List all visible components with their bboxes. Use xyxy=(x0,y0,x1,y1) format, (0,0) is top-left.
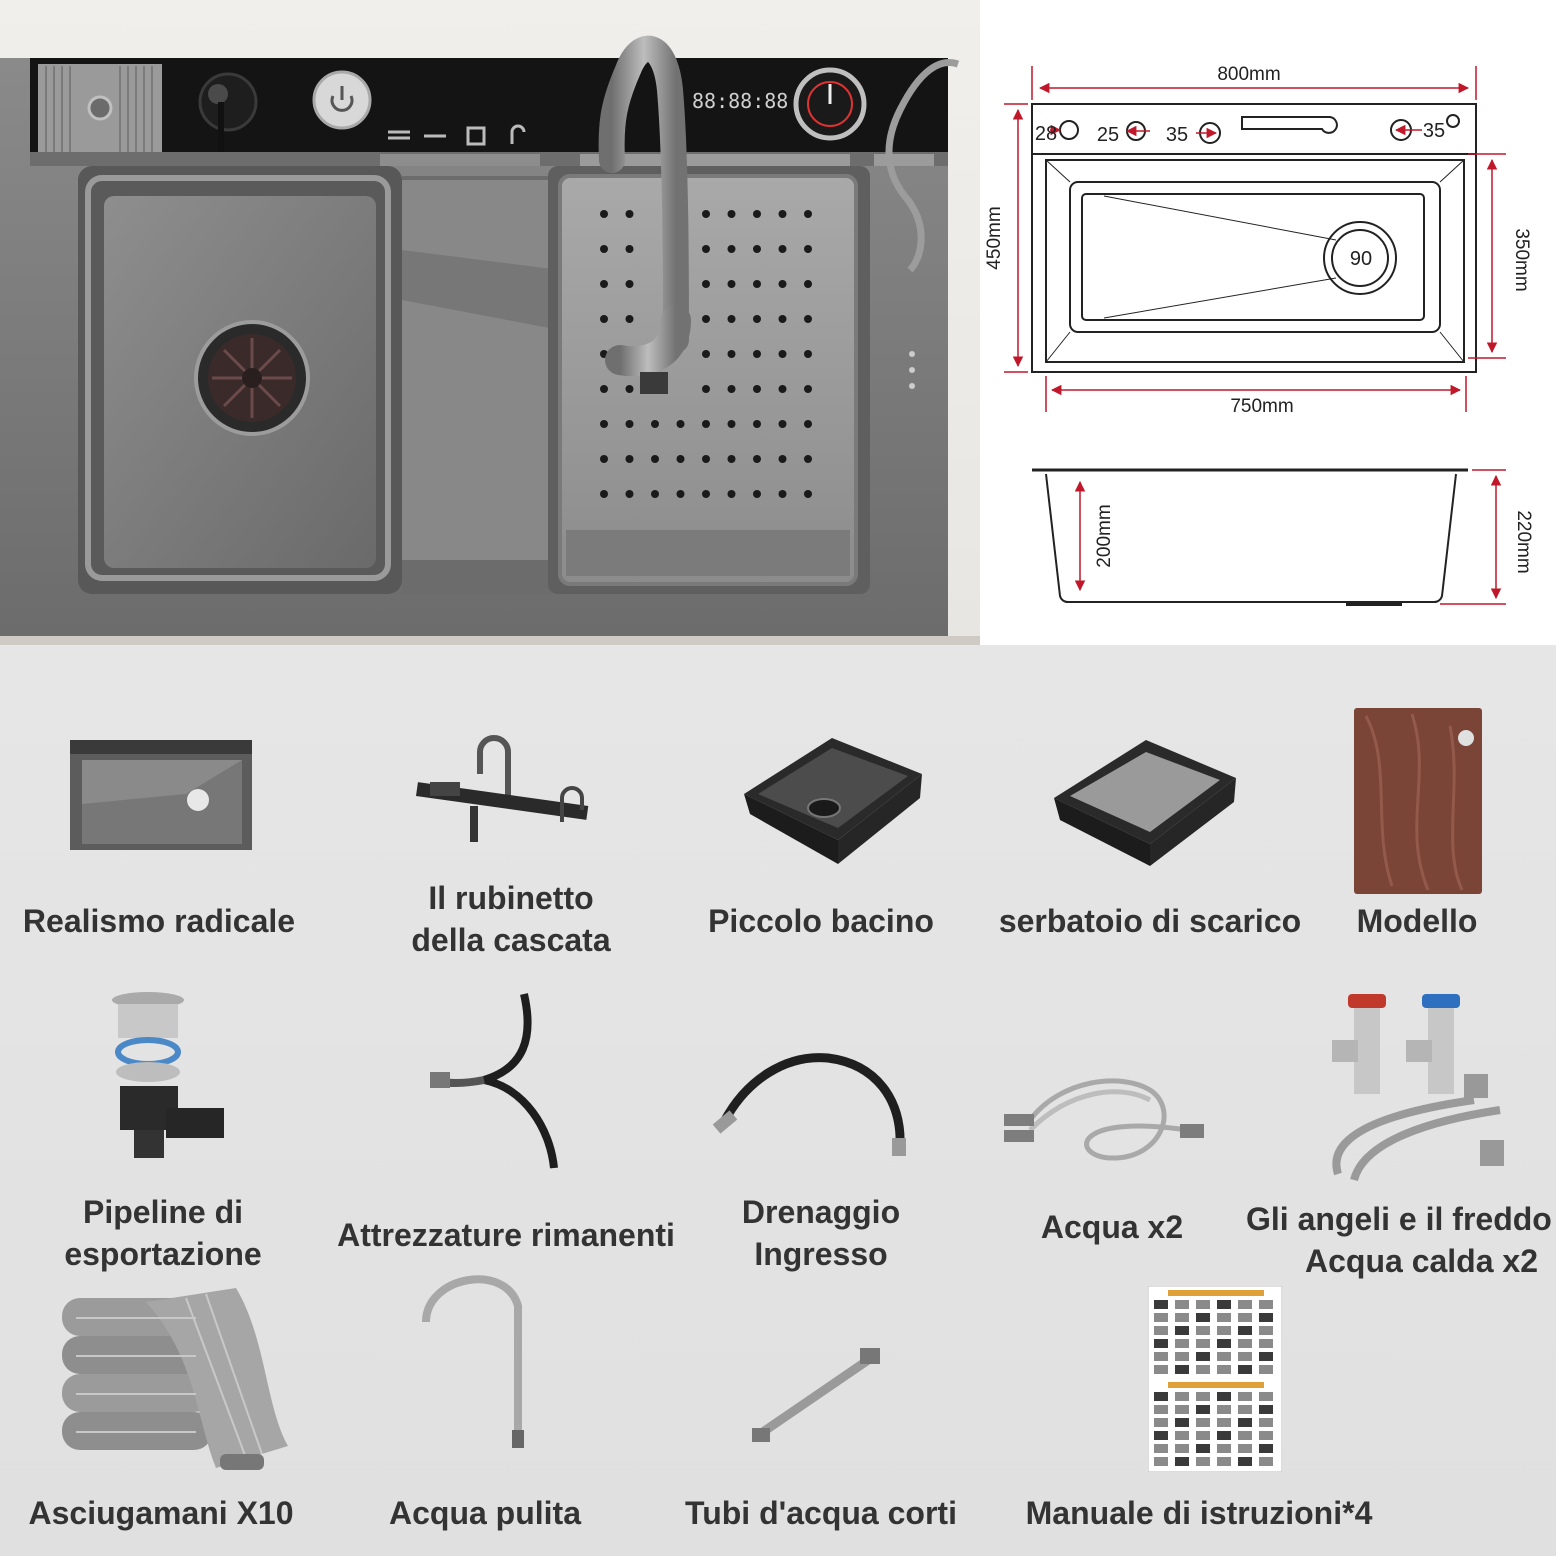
small-basin-icon xyxy=(744,738,922,864)
dim-inner-width: 750mm xyxy=(1230,396,1293,417)
sink-icon xyxy=(70,740,252,850)
drain-hose-icon xyxy=(712,1053,906,1156)
hole-3-size: 35 xyxy=(1166,124,1188,146)
hole-2-size: 25 xyxy=(1097,124,1119,146)
waterfall-faucet-icon xyxy=(416,735,589,842)
svg-text:88:88:88: 88:88:88 xyxy=(692,89,788,113)
item-label-small-basin: Piccolo bacino xyxy=(708,903,934,939)
counter-edge xyxy=(0,636,980,645)
angle-valves-icon xyxy=(1332,994,1504,1182)
dim-bowl-depth: 200mm xyxy=(1094,504,1115,567)
item-label-clean-water: Acqua pulita xyxy=(388,1495,581,1531)
dim-top-depth: 450mm xyxy=(984,206,1005,269)
dimension-diagram: 800mm 750mm 450mm 350mm 200mm 220mm 28 2… xyxy=(980,0,1556,645)
hole-1-size: 28 xyxy=(1035,123,1057,145)
item-label-hose-fitting: Attrezzature rimanenti xyxy=(337,1217,675,1253)
manual-icon xyxy=(1148,1286,1282,1472)
dim-overall-height: 220mm xyxy=(1513,510,1534,573)
item-label-drain-tray: serbatoio di scarico xyxy=(998,903,1302,939)
short-hose-icon xyxy=(752,1348,880,1442)
drain-tray-icon xyxy=(1054,740,1236,866)
hero-section: 88:88:88 xyxy=(0,0,1556,645)
item-label-water-hose: Acqua x2 xyxy=(1040,1209,1184,1245)
towels-icon xyxy=(62,1288,288,1470)
item-label-drain-pipeline: Pipeline di esportazione xyxy=(64,1194,262,1272)
item-label-drain-hose: Drenaggio Ingresso xyxy=(741,1194,901,1272)
dim-inner-depth: 350mm xyxy=(1511,228,1532,291)
item-label-towels: Asciugamani X10 xyxy=(28,1495,294,1531)
item-label-sink: Realismo radicale xyxy=(22,903,296,939)
cutting-board-icon xyxy=(1354,708,1482,894)
item-label-cutting-board: Modello xyxy=(1356,903,1478,939)
item-label-short-hose: Tubi d'acqua corti xyxy=(685,1495,957,1531)
water-hose-icon xyxy=(1004,1078,1204,1161)
item-label-manual: Manuale di istruzioni*4 xyxy=(1025,1495,1373,1531)
dim-top-width: 800mm xyxy=(1217,64,1280,85)
drain-pipeline-icon xyxy=(112,992,224,1158)
hole-4-size: 35 xyxy=(1423,120,1445,142)
item-label-waterfall-faucet: Il rubinetto della cascata xyxy=(411,880,611,958)
clean-water-faucet-icon xyxy=(422,1275,524,1448)
sink-photo-icon: 88:88:88 xyxy=(0,35,960,636)
item-label-angle-valves: Gli angeli e il freddo Acqua calda x2 xyxy=(1246,1201,1552,1279)
hose-fitting-icon xyxy=(430,993,558,1169)
drain-size: 90 xyxy=(1350,248,1372,270)
